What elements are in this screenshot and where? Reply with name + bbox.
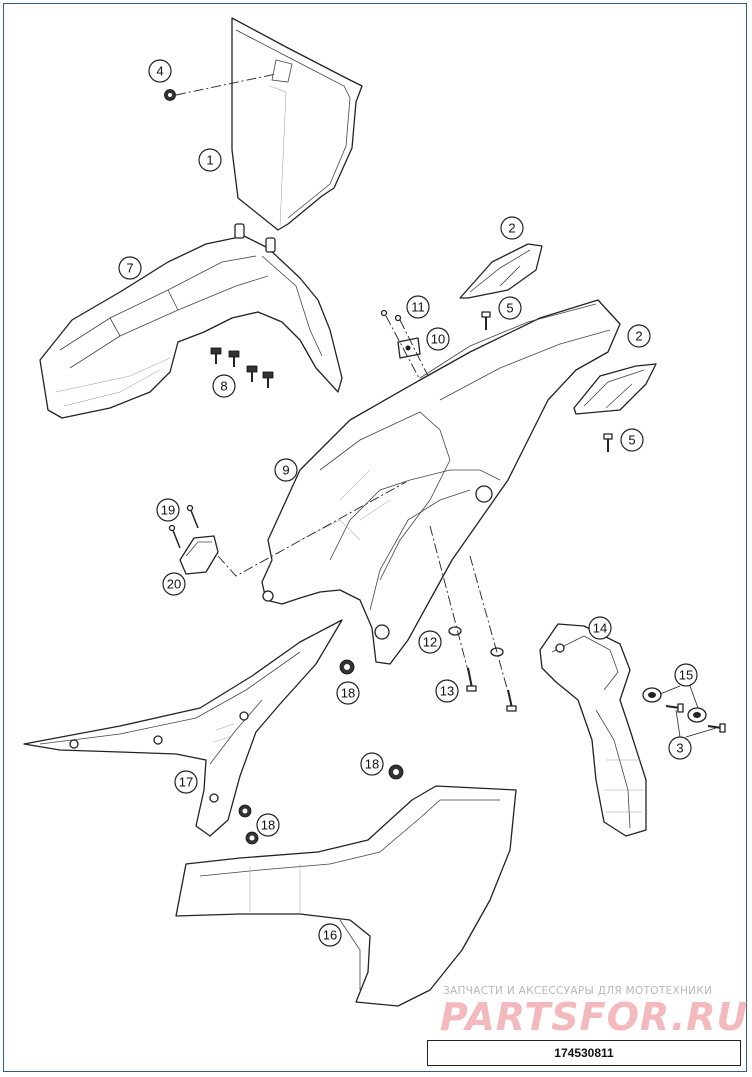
callout-18-c: 18	[256, 813, 280, 837]
svg-text:18: 18	[365, 757, 379, 772]
svg-text:2: 2	[635, 329, 642, 344]
callout-10: 10	[426, 327, 450, 351]
svg-text:16: 16	[323, 928, 337, 943]
leader-20	[217, 481, 407, 577]
callout-5-lower: 5	[620, 428, 644, 452]
callout-15: 15	[674, 663, 698, 687]
part-bolts-rear	[466, 667, 517, 712]
svg-text:14: 14	[593, 621, 607, 636]
svg-text:19: 19	[161, 503, 175, 518]
leader-4	[175, 73, 277, 96]
callout-12: 12	[418, 630, 442, 654]
callout-18-b: 18	[360, 752, 384, 776]
part-side-panel-right	[539, 623, 647, 837]
svg-text:9: 9	[282, 463, 289, 478]
callout-8: 8	[212, 374, 236, 398]
callout-2-right: 2	[627, 324, 651, 348]
callout-leaders	[659, 685, 717, 738]
svg-text:1: 1	[206, 153, 213, 168]
svg-text:17: 17	[179, 775, 193, 790]
part-rear-fender	[261, 299, 621, 665]
callout-11: 11	[406, 295, 430, 319]
diagram-code: 174530811	[427, 1040, 741, 1066]
svg-text:5: 5	[506, 301, 513, 316]
leader-12-13	[429, 525, 513, 707]
part-screws-panel	[665, 703, 726, 733]
part-front-fender	[39, 223, 343, 419]
part-side-cover-large	[175, 785, 517, 1007]
callout-13: 13	[435, 679, 459, 703]
part-number-plate	[231, 17, 363, 231]
part-side-cover-frame	[23, 619, 343, 837]
callout-18-a: 18	[336, 681, 360, 705]
svg-text:13: 13	[440, 684, 454, 699]
part-screws-reflector	[168, 504, 199, 549]
svg-text:12: 12	[423, 635, 437, 650]
callout-20: 20	[162, 572, 186, 596]
svg-text:18: 18	[261, 818, 275, 833]
svg-text:4: 4	[156, 64, 163, 79]
callout-16: 16	[318, 923, 342, 947]
callout-9: 9	[274, 458, 298, 482]
part-bracket	[397, 337, 421, 359]
part-washers	[448, 626, 504, 657]
part-screws-fender	[210, 347, 274, 388]
part-nut	[164, 89, 176, 101]
svg-text:2: 2	[508, 221, 515, 236]
callout-7: 7	[118, 256, 142, 280]
part-screw-upper	[481, 311, 491, 330]
callout-19: 19	[156, 498, 180, 522]
part-nuts-18	[238, 659, 404, 845]
part-side-cover-small-right	[573, 363, 657, 415]
svg-text:ЗАПЧАСТИ И АКСЕССУАРЫ ДЛЯ МОТО: ЗАПЧАСТИ И АКСЕССУАРЫ ДЛЯ МОТОТЕХНИКИ	[443, 985, 712, 997]
callout-5-upper: 5	[498, 296, 522, 320]
svg-text:15: 15	[679, 668, 693, 683]
callout-2-upper: 2	[500, 216, 524, 240]
callout-3: 3	[668, 736, 692, 760]
svg-text:18: 18	[341, 686, 355, 701]
part-screw-lower	[603, 433, 613, 452]
part-grommets	[642, 687, 707, 723]
callout-17: 17	[174, 770, 198, 794]
svg-text:7: 7	[126, 261, 133, 276]
part-side-cover-small-upper	[459, 243, 543, 299]
callout-1: 1	[198, 148, 222, 172]
svg-text:PARTSFOR.RU: PARTSFOR.RU	[440, 995, 748, 1039]
part-reflector-holder	[179, 535, 219, 575]
svg-text:5: 5	[628, 433, 635, 448]
diagram-frame	[3, 3, 747, 1072]
svg-text:8: 8	[220, 379, 227, 394]
watermark: ЗАПЧАСТИ И АКСЕССУАРЫ ДЛЯ МОТОТЕХНИКИ PA…	[440, 985, 748, 1039]
callout-4: 4	[148, 59, 172, 83]
part-bolts-small	[380, 309, 402, 322]
svg-text:20: 20	[167, 577, 181, 592]
svg-text:11: 11	[411, 300, 425, 315]
svg-text:10: 10	[431, 332, 445, 347]
svg-text:3: 3	[676, 741, 683, 756]
callout-14: 14	[588, 616, 612, 640]
